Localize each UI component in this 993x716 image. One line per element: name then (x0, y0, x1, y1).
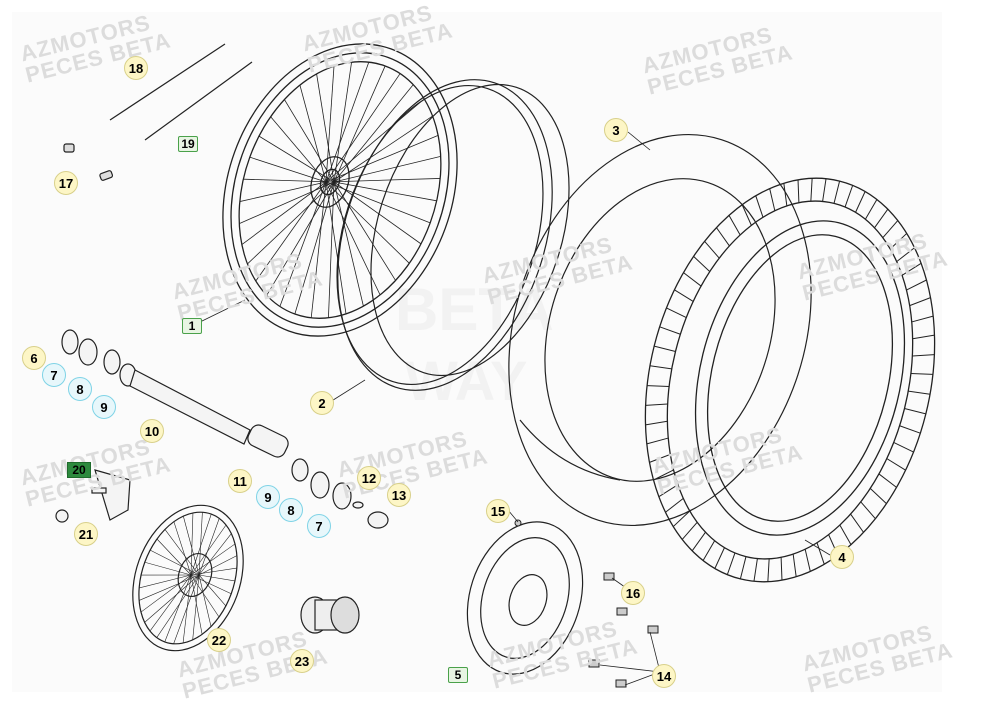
callout-4: 4 (830, 545, 854, 569)
callout-16: 16 (621, 581, 645, 605)
callout-11: 11 (228, 469, 252, 493)
callout-3: 3 (604, 118, 628, 142)
callout-10: 10 (140, 419, 164, 443)
callout-9: 9 (92, 395, 116, 419)
callout-20: 20 (67, 462, 91, 478)
callout-8: 8 (279, 498, 303, 522)
callout-17: 17 (54, 171, 78, 195)
callout-8: 8 (68, 377, 92, 401)
callout-6: 6 (22, 346, 46, 370)
callout-15: 15 (486, 499, 510, 523)
callout-18: 18 (124, 56, 148, 80)
callout-9: 9 (256, 485, 280, 509)
callout-23: 23 (290, 649, 314, 673)
callout-12: 12 (357, 466, 381, 490)
callout-19: 19 (178, 136, 198, 152)
callout-13: 13 (387, 483, 411, 507)
callout-7: 7 (307, 514, 331, 538)
callout-7: 7 (42, 363, 66, 387)
callout-2: 2 (310, 391, 334, 415)
callout-1: 1 (182, 318, 202, 334)
callout-5: 5 (448, 667, 468, 683)
callout-14: 14 (652, 664, 676, 688)
callout-21: 21 (74, 522, 98, 546)
callout-22: 22 (207, 628, 231, 652)
